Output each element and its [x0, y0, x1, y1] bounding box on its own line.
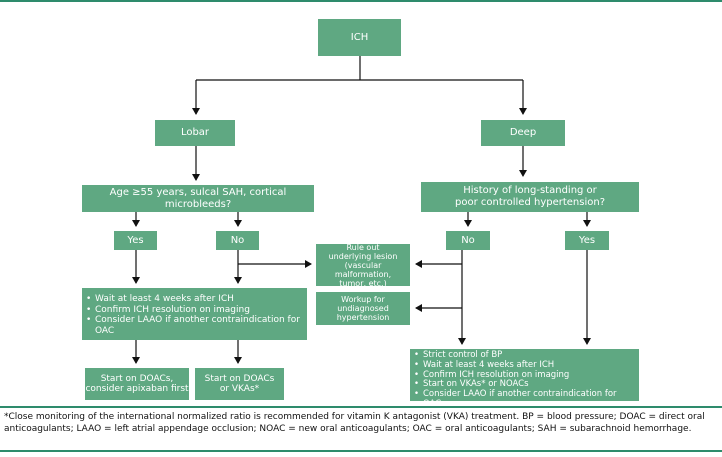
node-rule-out-line3: (vascular malformation, [334, 260, 392, 279]
node-deep-question-line1: History of long-standing or [463, 185, 597, 196]
node-ich-label: ICH [350, 31, 369, 43]
node-start-doacs: Start on DOACs, consider apixaban first [85, 368, 189, 400]
node-deep-no-label: No [461, 234, 475, 246]
node-deep-question: History of long-standing or poor control… [421, 182, 639, 212]
node-lobar-question-label: Age ≥55 years, sulcal SAH, cortical micr… [109, 186, 287, 210]
node-workup-line1: Workup for [341, 295, 385, 304]
top-rule [0, 0, 722, 2]
deep-step-item: Strict control of BP [414, 350, 635, 361]
lobar-step-item: Consider LAAO if another contraindicatio… [86, 315, 301, 336]
node-rule-out-line4: tumor, etc.) [339, 278, 387, 288]
node-start-doacs-line2: consider apixaban first [85, 384, 189, 394]
node-lobar-no: No [216, 231, 259, 250]
node-lobar-label: Lobar [180, 127, 210, 138]
node-rule-out: Rule out underlying lesion (vascular mal… [316, 242, 410, 288]
deep-step-item: Consider LAAO if another contraindicatio… [414, 389, 635, 410]
lobar-step-item: Confirm ICH resolution on imaging [86, 305, 301, 316]
node-start-doacs-vkas: Start on DOACs or VKAs* [195, 368, 284, 400]
node-lobar-no-label: No [230, 234, 245, 246]
node-lobar-steps: Wait at least 4 weeks after ICH Confirm … [82, 288, 307, 340]
node-lobar-yes-label: Yes [127, 234, 144, 246]
deep-steps-list: Strict control of BP Wait at least 4 wee… [414, 350, 635, 410]
node-start-doacs-vkas-line2: or VKAs* [219, 384, 260, 394]
node-deep-label: Deep [509, 127, 537, 138]
deep-step-item: Confirm ICH resolution on imaging [414, 370, 635, 381]
node-lobar-yes: Yes [114, 231, 157, 250]
node-deep-no: No [446, 231, 490, 250]
node-start-doacs-line1: Start on DOACs, [100, 373, 174, 384]
deep-step-item: Wait at least 4 weeks after ICH [414, 360, 635, 371]
node-deep-steps: Strict control of BP Wait at least 4 wee… [410, 349, 639, 409]
deep-step-item: Start on VKAs* or NOACs [414, 380, 635, 390]
footnote-rule [0, 406, 722, 408]
footnote: *Close monitoring of the international n… [4, 412, 705, 434]
node-lobar: Lobar [155, 120, 235, 146]
node-deep-question-line2: poor controlled hypertension? [454, 197, 606, 208]
node-lobar-question: Age ≥55 years, sulcal SAH, cortical micr… [82, 185, 314, 212]
lobar-step-item: Wait at least 4 weeks after ICH [86, 294, 301, 305]
node-workup-line3: hypertension [336, 313, 390, 322]
bottom-rule [0, 450, 722, 452]
node-deep-yes: Yes [565, 231, 609, 250]
node-deep-yes-label: Yes [578, 234, 596, 246]
node-ich: ICH [318, 19, 401, 56]
node-workup-line2: undiagnosed [337, 304, 389, 313]
node-rule-out-line1: Rule out [346, 242, 380, 252]
lobar-steps-list: Wait at least 4 weeks after ICH Confirm … [86, 294, 301, 336]
connector-ich-split [196, 56, 523, 81]
node-deep: Deep [481, 120, 565, 146]
node-start-doacs-vkas-line1: Start on DOACs [204, 373, 275, 384]
node-workup: Workup for undiagnosed hypertension [316, 292, 410, 325]
node-rule-out-line2: underlying lesion [328, 251, 398, 261]
